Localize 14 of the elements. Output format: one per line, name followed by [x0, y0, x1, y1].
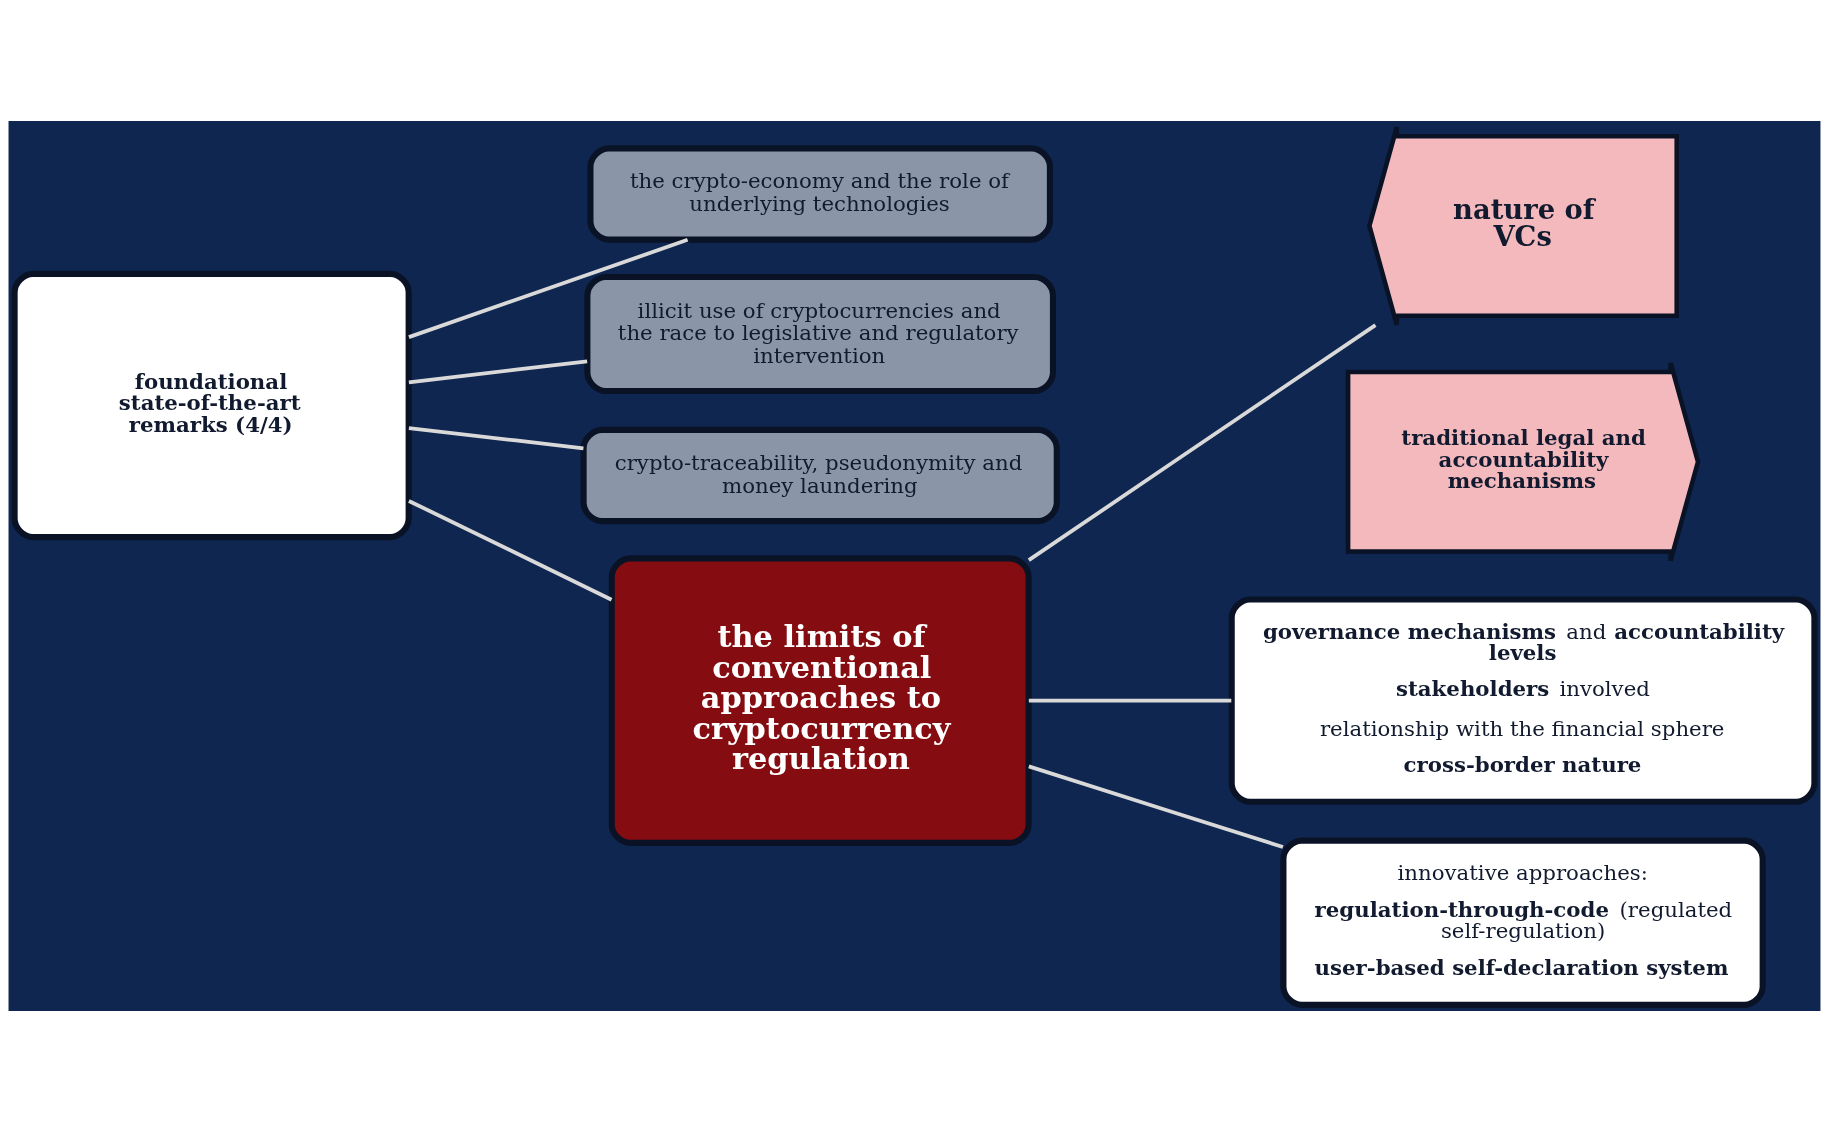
node-box: illicit use of cryptocurrencies and the race to legislative and regulatory intervention [584, 273, 1056, 394]
node-box: foundational state-of-the-art remarks (4/4) [11, 270, 412, 540]
node-box: governance mechanisms and accountability levels stakeholders involved relationship with the financial sphere cross-border nature [1228, 595, 1818, 805]
node-box: the crypto-economy and the role of underlying technologies [587, 144, 1053, 243]
connector [1027, 323, 1377, 562]
connector [408, 498, 613, 601]
node-box: crypto-traceability, pseudonymity and money laundering [580, 426, 1060, 524]
connector [408, 237, 689, 339]
node-box: innovative approaches: regulation-through-code (regulated self-regulation) user-based self-declaration system [1280, 837, 1766, 1008]
connector [408, 358, 588, 384]
connector [1028, 698, 1232, 703]
connector [1028, 764, 1284, 849]
connector [408, 425, 584, 450]
node-box: the limits of conventional approaches to cryptocurrency regulation [608, 554, 1032, 846]
